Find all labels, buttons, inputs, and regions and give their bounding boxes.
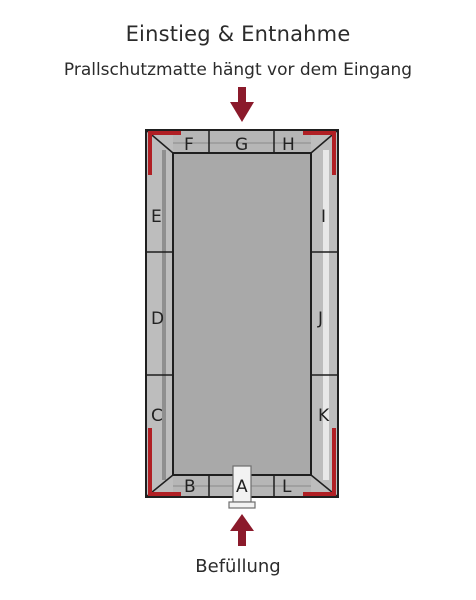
zone-label-i: I bbox=[321, 207, 326, 227]
zone-label-e: E bbox=[151, 207, 162, 227]
inflation-valve-icon bbox=[228, 465, 256, 509]
inner-mat bbox=[172, 152, 312, 476]
zone-label-a: A bbox=[236, 477, 248, 497]
zone-label-b: B bbox=[184, 477, 196, 497]
zone-label-f: F bbox=[184, 135, 194, 155]
bottom-arrow-icon bbox=[230, 514, 254, 546]
zone-label-j: J bbox=[317, 309, 323, 329]
zone-label-h: H bbox=[282, 135, 295, 155]
top-arrow-icon bbox=[230, 87, 254, 122]
segment-dividers bbox=[146, 130, 338, 497]
zone-label-l: L bbox=[282, 477, 292, 497]
red-edge-protection bbox=[148, 131, 336, 496]
inflation-label: Befüllung bbox=[195, 556, 281, 577]
zone-label-g: G bbox=[235, 135, 248, 155]
zone-label-c: C bbox=[151, 406, 163, 426]
zone-label-d: D bbox=[151, 309, 164, 329]
zone-label-k: K bbox=[318, 406, 330, 426]
page-title: Einstieg & Entnahme bbox=[125, 22, 351, 46]
page-subtitle: Prallschutzmatte hängt vor dem Eingang bbox=[63, 60, 413, 80]
